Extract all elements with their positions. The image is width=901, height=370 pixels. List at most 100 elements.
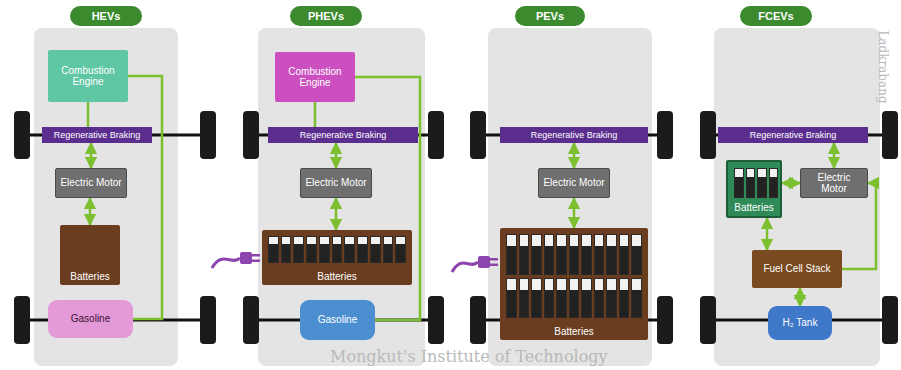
battery-cell — [531, 234, 542, 275]
charging-plug — [452, 256, 498, 272]
battery-cell — [531, 278, 542, 319]
battery-cell — [370, 236, 381, 263]
node-label: Electric Motor — [543, 177, 604, 189]
node-label: Electric Motor — [305, 177, 366, 189]
battery-cell — [619, 278, 630, 319]
battery-cell — [569, 234, 580, 275]
battery-cell — [506, 234, 517, 275]
battery-pack: Batteries — [262, 230, 412, 285]
node-label: Batteries — [70, 271, 109, 283]
node-label: Fuel Cell Stack — [763, 263, 830, 275]
power-flow-line — [766, 218, 769, 250]
header-pill: PEVs — [515, 6, 585, 26]
battery-cell — [581, 234, 592, 275]
power-flow-line — [87, 102, 90, 127]
wheel — [14, 111, 898, 344]
axle — [22, 135, 890, 320]
battery-cell — [544, 278, 555, 319]
braking-band: Regenerative Braking — [718, 127, 868, 143]
power-flow-line — [89, 198, 92, 225]
battery-pack: Batteries — [500, 228, 648, 340]
battery-cell — [395, 236, 406, 263]
motor-box: Electric Motor — [55, 168, 127, 198]
header-pill: FCEVs — [740, 6, 812, 26]
engine-box: Combustion Engine — [275, 52, 355, 102]
node-label: Regenerative Braking — [300, 130, 387, 140]
node-label: PHEVs — [308, 10, 344, 23]
battery-pack: Batteries — [726, 160, 782, 218]
battery-cell — [594, 234, 605, 275]
battery-cell — [734, 168, 744, 198]
header-pill: PHEVs — [290, 6, 362, 26]
node-label: Gasoline — [318, 314, 357, 326]
battery-cell — [606, 278, 617, 319]
node-label: Gasoline — [71, 313, 110, 325]
power-flow-line — [314, 102, 317, 127]
watermark: Ladkrabang — [876, 30, 890, 103]
fuel-tank: Gasoline — [300, 300, 375, 340]
battery-cell — [544, 234, 555, 275]
node-label: FCEVs — [758, 10, 793, 23]
node-label: Batteries — [317, 271, 356, 283]
motor-box: Electric Motor — [538, 168, 610, 198]
power-flow-line — [799, 288, 802, 306]
power-flow-line — [573, 198, 576, 228]
node-label: Combustion Engine — [52, 65, 124, 88]
hydrogen-tank: H₂ Tank — [768, 306, 832, 340]
node-label: Electric Motor — [60, 177, 121, 189]
watermark: Mongkut's Institute of Technology — [330, 347, 608, 366]
battery-cell — [519, 234, 530, 275]
battery-cell — [606, 234, 617, 275]
power-flow-line — [335, 143, 338, 168]
battery-box: Batteries — [60, 225, 120, 285]
braking-band: Regenerative Braking — [42, 127, 152, 143]
node-label: Batteries — [554, 326, 593, 338]
node-label: Batteries — [734, 202, 773, 214]
battery-cell — [594, 278, 605, 319]
battery-cell — [306, 236, 317, 263]
fuel-tank: Gasoline — [48, 300, 133, 338]
battery-cell — [332, 236, 343, 263]
battery-cell — [293, 236, 304, 263]
battery-cell — [619, 234, 630, 275]
power-flow-line — [833, 143, 836, 168]
battery-cell — [746, 168, 756, 198]
engine-box: Combustion Engine — [48, 50, 128, 102]
power-flow-line — [128, 76, 162, 319]
fuel-cell-stack: Fuel Cell Stack — [752, 250, 842, 288]
vehicle-panel — [34, 28, 880, 366]
node-label: Electric Motor — [805, 172, 863, 195]
battery-cell — [383, 236, 394, 263]
battery-cell — [769, 168, 779, 198]
node-label: H₂ Tank — [783, 317, 818, 329]
battery-cell — [631, 234, 642, 275]
battery-cell — [506, 278, 517, 319]
power-flow-line — [335, 198, 338, 230]
power-flow-line — [90, 143, 93, 168]
battery-cell — [569, 278, 580, 319]
node-label: Regenerative Braking — [750, 130, 837, 140]
battery-cell — [357, 236, 368, 263]
motor-box: Electric Motor — [800, 168, 868, 198]
node-label: Regenerative Braking — [531, 130, 618, 140]
battery-cell — [556, 278, 567, 319]
braking-band: Regenerative Braking — [268, 127, 418, 143]
battery-cell — [319, 236, 330, 263]
braking-band: Regenerative Braking — [500, 127, 648, 143]
battery-cell — [581, 278, 592, 319]
header-pill: HEVs — [70, 6, 142, 26]
node-label: Combustion Engine — [279, 66, 351, 89]
motor-box: Electric Motor — [300, 168, 372, 198]
battery-cell — [556, 234, 567, 275]
battery-cell — [519, 278, 530, 319]
battery-cell — [631, 278, 642, 319]
node-label: Regenerative Braking — [54, 130, 141, 140]
battery-cell — [757, 168, 767, 198]
node-label: HEVs — [92, 10, 121, 23]
charging-plug — [212, 252, 260, 268]
node-label: PEVs — [536, 10, 564, 23]
power-flow-line — [782, 182, 800, 185]
battery-cell — [344, 236, 355, 263]
battery-cell — [268, 236, 279, 263]
